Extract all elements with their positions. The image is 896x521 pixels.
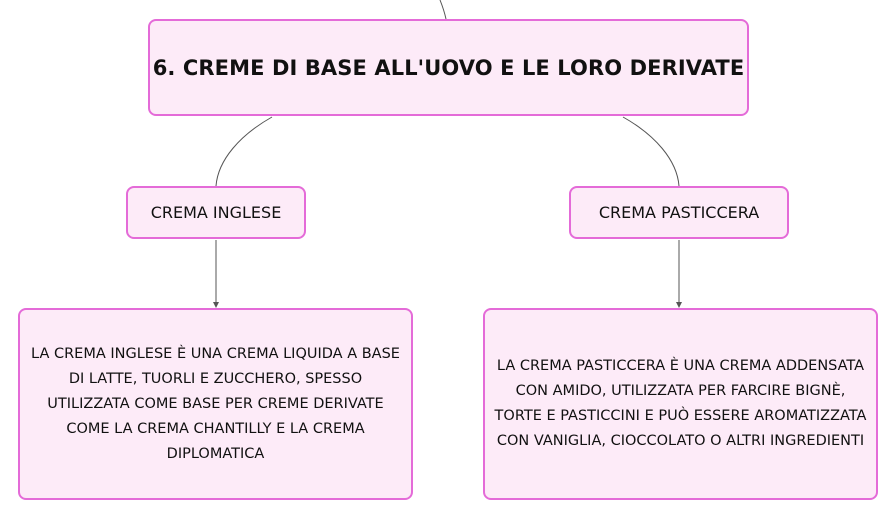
arrowhead-right bbox=[676, 302, 682, 308]
crema-inglese-description-box[interactable]: LA CREMA INGLESE È UNA CREMA LIQUIDA A B… bbox=[18, 308, 413, 500]
root-topic-label: 6. CREME DI BASE ALL'UOVO E LE LORO DERI… bbox=[152, 55, 745, 80]
topic-crema-inglese-label: CREMA INGLESE bbox=[150, 203, 282, 222]
incoming-connector bbox=[439, 0, 447, 20]
connector-root-to-crema-inglese bbox=[215, 116, 273, 187]
crema-inglese-description-text: LA CREMA INGLESE È UNA CREMA LIQUIDA A B… bbox=[31, 345, 400, 462]
root-topic[interactable]: 6. CREME DI BASE ALL'UOVO E LE LORO DERI… bbox=[148, 19, 749, 116]
topic-crema-pasticcera[interactable]: CREMA PASTICCERA bbox=[569, 186, 789, 239]
crema-pasticcera-description-text: LA CREMA PASTICCERA È UNA CREMA ADDENSAT… bbox=[494, 358, 867, 449]
connector-root-to-crema-pasticcera bbox=[622, 116, 680, 187]
topic-crema-inglese[interactable]: CREMA INGLESE bbox=[126, 186, 306, 239]
arrowhead-left bbox=[213, 302, 219, 308]
crema-pasticcera-description-box[interactable]: LA CREMA PASTICCERA È UNA CREMA ADDENSAT… bbox=[483, 308, 878, 500]
topic-crema-pasticcera-label: CREMA PASTICCERA bbox=[598, 203, 760, 222]
